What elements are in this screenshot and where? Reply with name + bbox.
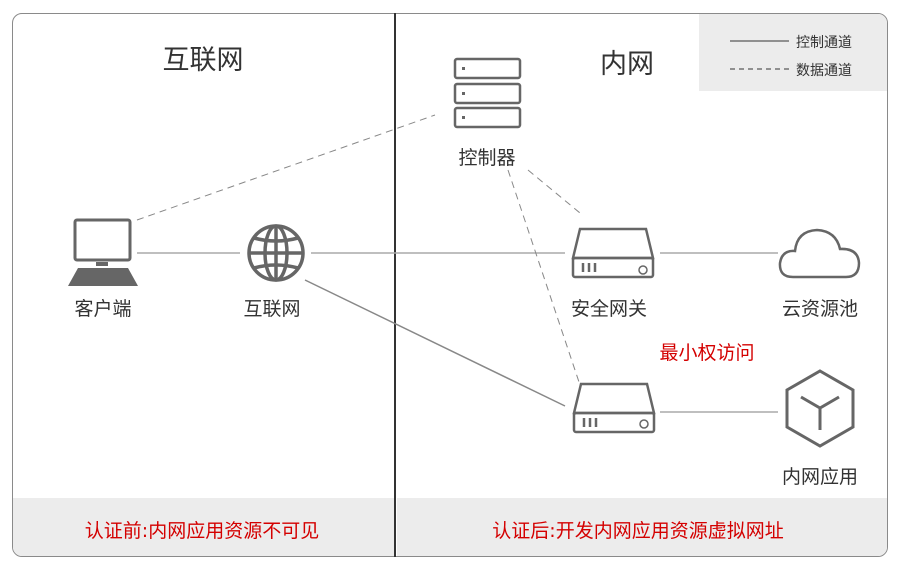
footer-right-bg (397, 498, 887, 556)
legend-control-label: 控制通道 (796, 35, 852, 51)
link-controller-gateway2 (507, 169, 581, 386)
gateway-icon-2 (572, 382, 656, 434)
node-gateway-label: 安全网关 (570, 298, 648, 320)
least-privilege-annotation: 最小权访问 (659, 342, 755, 364)
computer-icon (68, 218, 138, 286)
diagram-frame (12, 13, 888, 557)
node-controller-label: 控制器 (458, 147, 516, 169)
node-internet-label: 互联网 (243, 298, 301, 320)
footer-left-bg (13, 498, 396, 556)
server-icon (453, 57, 522, 129)
footer-after-auth: 认证后:开发内网应用资源虚拟网址 (492, 520, 784, 542)
node-app-label: 内网应用 (781, 466, 859, 488)
footer-before-auth: 认证前:内网应用资源不可见 (84, 520, 320, 542)
cube-icon (785, 369, 855, 448)
link-client-controller (136, 114, 436, 221)
globe-icon (247, 224, 305, 282)
zone-title-internet: 互联网 (162, 45, 244, 76)
node-client-label: 客户端 (74, 298, 132, 320)
legend (699, 14, 887, 91)
zone-title-intranet: 内网 (600, 49, 654, 80)
link-internet-gateway2 (304, 279, 566, 407)
node-cloud-label: 云资源池 (781, 298, 859, 320)
link-controller-gateway (527, 169, 581, 214)
legend-data-label: 数据通道 (796, 63, 852, 79)
gateway-icon (571, 227, 655, 279)
cloud-icon (778, 228, 861, 279)
